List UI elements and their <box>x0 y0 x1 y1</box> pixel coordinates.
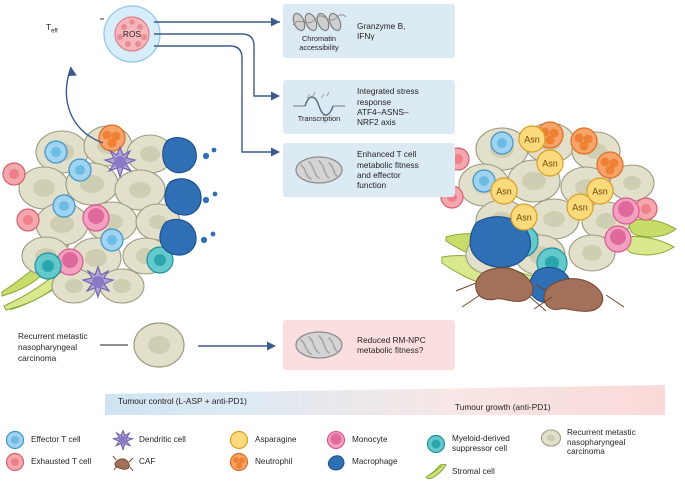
legend-label: Exhausted T cell <box>31 457 92 467</box>
reduced-fitness-text: Reduced RM-NPC metabolic fitness? <box>357 334 426 355</box>
monocyte-icon <box>325 430 347 450</box>
legend-label: Neutrophil <box>255 457 293 467</box>
mitochondrion-icon <box>295 156 343 184</box>
macrophages-left <box>159 137 202 256</box>
effector-t-cells-left <box>44 140 124 252</box>
legend-label: Myeloid-derived suppressor cell <box>452 434 510 453</box>
effector-t-cells-right <box>472 131 514 193</box>
ros-label: ROS <box>123 29 142 39</box>
legend-item-monocyte: Monocyte <box>325 430 388 450</box>
callout-transcription: Transcription Integrated stress response… <box>283 80 455 134</box>
figure-canvas: Asn Asn Asn Asn Asn Asn ROS Teff <box>0 4 685 480</box>
monocytes-right <box>604 197 640 253</box>
legend: Effector T cell Exhausted T cell Dendrit… <box>0 424 685 480</box>
arrow-mass-to-teff <box>65 66 104 144</box>
callout-chromatin: Chromatin accessibility Granzyme B, IFNγ <box>283 4 455 58</box>
legend-label: Stromal cell <box>452 467 495 477</box>
left-tumour-mass <box>1 124 218 311</box>
asparagine-icon <box>228 430 250 450</box>
chromatin-text: Granzyme B, IFNγ <box>357 20 406 41</box>
rmnpc-icon <box>540 428 562 448</box>
legend-item-dendritic-cell: Dendritic cell <box>111 429 186 452</box>
svg-text:Asn: Asn <box>524 135 540 145</box>
legend-item-macrophage: Macrophage <box>325 452 398 472</box>
svg-text:Asn: Asn <box>496 187 512 197</box>
right-tumour-mass: Asn Asn Asn Asn Asn Asn <box>440 121 677 312</box>
teff-label: Teff <box>46 22 58 35</box>
stromal-cell-icon <box>425 462 447 482</box>
mitochondria-text: Enhanced T cell metabolic fitness and ef… <box>357 149 419 191</box>
gradient-right-label: Tumour growth (anti-PD1) <box>455 402 551 412</box>
arrow-to-reduced-callout <box>198 341 276 351</box>
caf-icon <box>112 452 134 472</box>
rmnpc-caption: Recurrent metastic nasopharyngeal carcin… <box>18 331 88 363</box>
caf-cells-right <box>455 267 625 312</box>
mdsc-icon <box>425 434 447 454</box>
mdsc-left <box>34 246 174 280</box>
chromatin-caption: Chromatin accessibility <box>299 34 339 52</box>
legend-label: Macrophage <box>352 457 398 467</box>
rmnpc-leader-line <box>100 344 128 346</box>
transcription-icon <box>293 91 345 116</box>
mitochondrion-icon <box>295 331 343 359</box>
exhausted-t-cells-left <box>2 162 40 232</box>
macrophage-icon <box>325 452 347 472</box>
asparagine-tokens-right: Asn Asn Asn Asn Asn Asn <box>490 125 614 231</box>
legend-label: CAF <box>139 457 156 467</box>
legend-item-caf: CAF <box>112 452 155 472</box>
teff-ros-cell: ROS <box>100 5 161 63</box>
neutrophil-icon <box>228 452 250 472</box>
svg-text:Asn: Asn <box>572 203 588 213</box>
dendritic-cell-icon <box>111 429 135 452</box>
gradient-left-label: Tumour control (L-ASP + anti-PD1) <box>118 396 247 406</box>
transcription-caption: Transcription <box>297 114 341 124</box>
effector-t-cell-icon <box>4 430 26 450</box>
legend-item-effector-t-cell: Effector T cell <box>4 430 81 450</box>
callout-reduced-fitness: Reduced RM-NPC metabolic fitness? <box>283 320 455 370</box>
transcription-text: Integrated stress response ATF4–ASNS– NR… <box>357 86 419 128</box>
legend-label: Effector T cell <box>31 435 81 445</box>
rmnpc-single-cell <box>133 322 185 368</box>
dendritic-cells-left <box>81 145 137 299</box>
cytokine-dots-left <box>200 147 218 244</box>
svg-text:Asn: Asn <box>516 213 532 223</box>
svg-text:Asn: Asn <box>542 159 558 169</box>
arrow-bundle-ros-to-callouts <box>154 17 280 157</box>
exhausted-t-cell-icon <box>4 452 26 472</box>
svg-text:Asn: Asn <box>592 187 608 197</box>
legend-item-neutrophil: Neutrophil <box>228 452 292 472</box>
teff-subscript: eff <box>51 28 58 35</box>
legend-label: Dendritic cell <box>139 435 186 445</box>
legend-label: Monocyte <box>352 435 388 445</box>
legend-item-mdsc: Myeloid-derived suppressor cell <box>425 434 510 454</box>
callout-mitochondria: Enhanced T cell metabolic fitness and ef… <box>283 143 455 197</box>
legend-item-asparagine: Asparagine <box>228 430 296 450</box>
legend-item-rmnpc: Recurrent metastic nasopharyngeal carcin… <box>540 428 636 457</box>
legend-item-stromal-cell: Stromal cell <box>425 462 495 482</box>
legend-item-exhausted-t-cell: Exhausted T cell <box>4 452 91 472</box>
monocytes-left <box>56 204 110 276</box>
legend-label: Recurrent metastic nasopharyngeal carcin… <box>567 428 636 457</box>
neutrophil-left <box>98 124 126 152</box>
legend-label: Asparagine <box>255 435 297 445</box>
chromatin-helix-icon <box>292 13 347 32</box>
